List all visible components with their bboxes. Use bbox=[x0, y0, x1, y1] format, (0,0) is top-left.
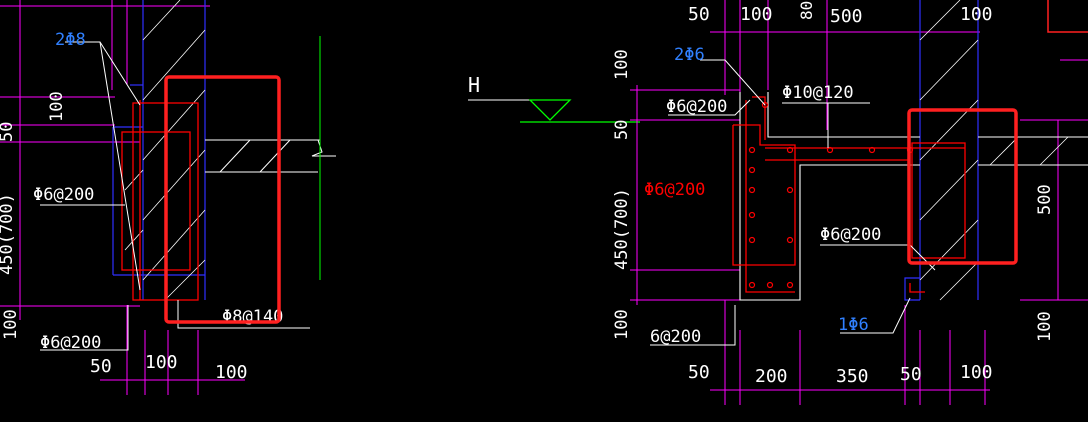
right-dim-left-100: 100 bbox=[612, 49, 632, 80]
right-dim-left-450: 450(700) bbox=[612, 188, 632, 270]
right-label-slab-bar: Φ10@120 bbox=[782, 83, 854, 103]
left-dim-bottom-100a: 100 bbox=[145, 352, 178, 373]
right-label-top-bar: 2Φ6 bbox=[674, 45, 705, 65]
left-dim-bottom-50: 50 bbox=[90, 356, 112, 377]
right-dim-right-500: 500 bbox=[1035, 184, 1055, 215]
right-dim-top-50: 50 bbox=[688, 4, 710, 25]
right-hatch bbox=[919, 0, 1069, 301]
right-dimension-lines bbox=[630, 0, 1088, 405]
right-dim-bottom-50: 50 bbox=[688, 362, 710, 383]
right-rebar bbox=[732, 96, 966, 293]
left-dim-left-100b: 100 bbox=[1, 309, 21, 340]
right-dim-left-50: 50 bbox=[612, 120, 632, 140]
left-label-stirrup-1: Φ6@200 bbox=[33, 185, 94, 205]
right-label-stirrup-red: Φ6@200 bbox=[644, 180, 705, 200]
right-detail: 50 100 80 500 100 50 200 350 50 100 100 … bbox=[612, 0, 1088, 405]
left-detail: 50 100 100 100 50 450(700) 100 2Φ8 Φ6@20… bbox=[0, 0, 336, 395]
left-highlight-box bbox=[164, 75, 281, 324]
left-label-stirrup-2: Φ6@200 bbox=[40, 333, 101, 353]
left-dim-left-100: 100 bbox=[47, 91, 67, 122]
right-dim-bottom-200: 200 bbox=[755, 366, 788, 387]
right-dim-top-100: 100 bbox=[740, 4, 773, 25]
left-slab bbox=[205, 139, 336, 173]
left-dim-left-450: 450(700) bbox=[0, 193, 17, 275]
left-dim-bottom-100b: 100 bbox=[215, 362, 248, 383]
right-highlight-box bbox=[907, 108, 1018, 265]
right-wall bbox=[904, 0, 979, 301]
left-leaders bbox=[40, 41, 310, 351]
right-dim-left-100b: 100 bbox=[612, 309, 632, 340]
right-dim-top-80: 80 bbox=[797, 1, 816, 20]
right-label-stirrup-c: 6@200 bbox=[650, 327, 701, 347]
right-dim-right-100: 100 bbox=[1035, 311, 1055, 342]
right-dim-top-100b: 100 bbox=[960, 4, 993, 25]
left-dimension-lines bbox=[0, 0, 245, 395]
right-beam-outline bbox=[739, 92, 1088, 301]
right-dim-top-500: 500 bbox=[830, 6, 863, 27]
right-dim-bottom-100: 100 bbox=[960, 362, 993, 383]
left-label-stirrup-3: Φ8@140 bbox=[222, 307, 283, 327]
level-marker: H bbox=[468, 73, 640, 123]
left-label-top-bar: 2Φ8 bbox=[55, 30, 86, 50]
left-dim-left-50: 50 bbox=[0, 122, 17, 142]
right-label-stirrup-a: Φ6@200 bbox=[666, 97, 727, 117]
right-label-bottom-bar: 1Φ6 bbox=[838, 315, 869, 335]
right-dim-bottom-50b: 50 bbox=[900, 364, 922, 385]
right-dim-bottom-350: 350 bbox=[836, 366, 869, 387]
right-label-stirrup-b: Φ6@200 bbox=[820, 225, 881, 245]
level-marker-label: H bbox=[468, 73, 480, 97]
right-edge-red-frame bbox=[1047, 0, 1088, 33]
